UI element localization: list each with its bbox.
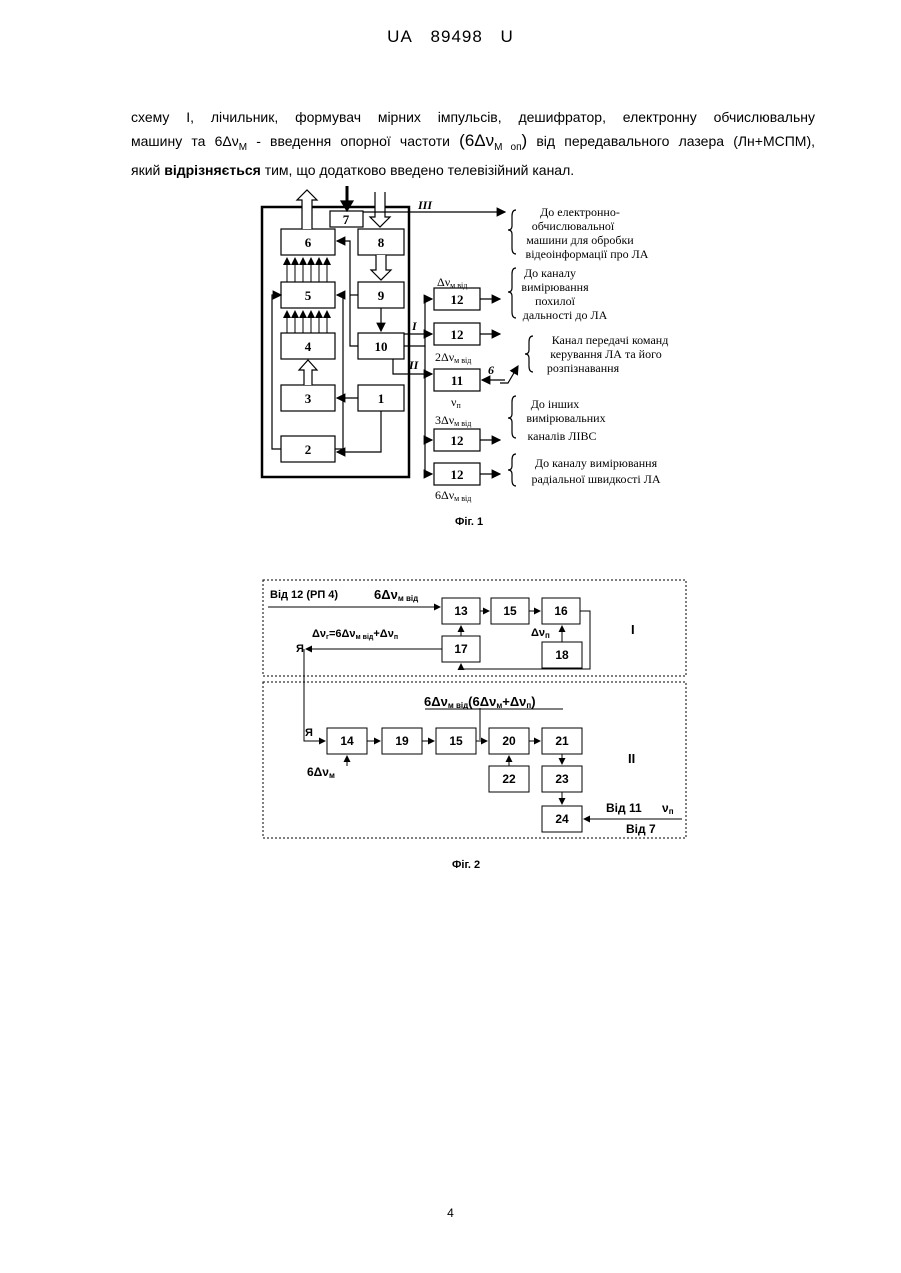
fig1-roman-3: III — [417, 198, 433, 212]
fig2-formula: Δνг=6Δνм від+Δνп — [312, 628, 398, 641]
fig2-label-20: 20 — [502, 734, 516, 748]
fig1-note-top-1: До електронно- — [540, 205, 620, 219]
fig2-roman-2: II — [628, 751, 635, 766]
fig1-note-range-1: До каналу — [524, 266, 576, 280]
fig2-from-11: Від 11 — [606, 801, 642, 815]
figure-1-diagram: 6 5 4 3 2 7 8 9 10 1 12 12 11 12 12 III … — [255, 182, 705, 512]
fig2-ya-1: Я — [296, 643, 304, 655]
fig1-output-arrow — [297, 190, 317, 229]
fig1-note-cmd-1: Канал передачі команд — [552, 333, 669, 347]
text-fragment: тим, що додатково введено телевізійний к… — [261, 162, 574, 178]
fig1-label-7: 7 — [343, 212, 350, 227]
fig1-label-b: 6 — [488, 363, 494, 377]
fig1-label-11: 11 — [451, 373, 463, 388]
figure-2-caption: Фіг. 2 — [452, 859, 480, 871]
header-number: 89498 — [431, 27, 483, 46]
patent-header: UA 89498 U — [0, 27, 901, 47]
fig1-label-4: 4 — [305, 339, 312, 354]
fig1-label-8: 8 — [378, 235, 385, 250]
text-fragment: машину та 6Δν — [131, 133, 239, 149]
fig2-label-14: 14 — [340, 734, 354, 748]
fig1-input-arrow — [370, 192, 390, 227]
fig1-label-2: 2 — [305, 442, 312, 457]
formula-fragment: (6Δν — [459, 131, 494, 150]
figure-2-diagram: 13 15 16 17 18 14 19 15 20 21 22 23 24 В… — [258, 576, 690, 846]
fig1-note-range-4: дальності до ЛА — [523, 308, 608, 322]
fig2-top-freq: 6Δνм від — [374, 587, 418, 603]
text-fragment: від передавального лазера (Лн+МСПМ), — [527, 133, 815, 149]
fig1-label-3: 3 — [305, 391, 312, 406]
fig2-mid-formula: 6Δνм від(6Δνм+Δνп) — [424, 694, 536, 710]
fig1-brace-radial — [508, 454, 516, 486]
fig1-note-other-1: До інших — [531, 397, 580, 411]
fig2-label-13: 13 — [454, 604, 468, 618]
header-country: UA — [387, 27, 413, 46]
subscript: М — [239, 142, 247, 153]
fig1-freq-6: 6Δνм від — [435, 488, 471, 503]
fig1-note-top-3: машини для обробки — [526, 233, 634, 247]
fig2-dn-n: Δνп — [531, 627, 550, 640]
bold-keyword: відрізняється — [164, 162, 261, 178]
claim-paragraph: схему I, лічильник, формувач мірних імпу… — [131, 106, 815, 182]
fig1-note-cmd-3: розпізнавання — [547, 361, 620, 375]
fig1-brace-other — [508, 396, 516, 438]
paragraph-line-1: схему I, лічильник, формувач мірних імпу… — [131, 106, 815, 129]
fig1-note-radial-1: До каналу вимірювання — [535, 456, 658, 470]
fig1-note-other-3: каналів ЛІВС — [528, 429, 597, 443]
fig2-label-22: 22 — [502, 772, 516, 786]
fig1-roman-1: I — [411, 319, 418, 333]
fig2-label-18: 18 — [555, 648, 569, 662]
fig1-label-12c: 12 — [451, 433, 464, 448]
fig1-brace-cmd — [525, 336, 533, 372]
fig2-label-15b: 15 — [449, 734, 463, 748]
text-fragment: - введення опорної частоти — [247, 133, 459, 149]
fig1-label-5: 5 — [305, 288, 312, 303]
fig1-freq-2: 2Δνм від — [435, 350, 471, 365]
fig1-label-9: 9 — [378, 288, 385, 303]
fig1-freq-3: 3Δνм від — [435, 413, 471, 428]
fig1-note-cmd-2: керування ЛА та його — [550, 347, 661, 361]
fig1-brace-range — [508, 268, 516, 318]
fig1-label-6: 6 — [305, 235, 312, 250]
paragraph-line-3: який відрізняється тим, що додатково вве… — [131, 159, 815, 182]
paragraph-line-2: машину та 6ΔνМ - введення опорної частот… — [131, 129, 815, 159]
fig1-note-top-4: відеоінформації про ЛА — [526, 247, 649, 261]
fig1-note-range-3: похилої — [535, 294, 576, 308]
fig1-freq-n: νп — [451, 395, 461, 410]
fig1-note-range-2: вимірювання — [521, 280, 589, 294]
fig2-label-21: 21 — [555, 734, 569, 748]
fig2-from-11-v: νп — [662, 801, 674, 816]
fig2-from-12: Від 12 (РП 4) — [270, 589, 338, 601]
fig2-ya-2: Я — [305, 727, 313, 739]
fig2-roman-1: I — [631, 622, 635, 637]
fig1-note-radial-2: радіальної швидкості ЛА — [531, 472, 660, 486]
fig2-label-24: 24 — [555, 812, 569, 826]
text-fragment: який — [131, 162, 164, 178]
fig1-label-12b: 12 — [451, 327, 464, 342]
fig1-label-12a: 12 — [451, 292, 464, 307]
fig2-label-23: 23 — [555, 772, 569, 786]
subscript: М оп — [494, 142, 521, 153]
page-number: 4 — [0, 1206, 901, 1220]
fig1-label-1: 1 — [378, 391, 385, 406]
fig2-from-7: Від 7 — [626, 822, 656, 836]
fig1-note-other-2: вимірювальних — [526, 411, 605, 425]
fig2-label-19: 19 — [395, 734, 409, 748]
fig1-freq-1: Δνм від — [437, 275, 467, 290]
figure-1-caption: Фіг. 1 — [455, 516, 483, 528]
fig1-label-12d: 12 — [451, 467, 464, 482]
header-kind: U — [501, 27, 514, 46]
fig2-label-16: 16 — [554, 604, 568, 618]
fig2-left-freq: 6Δνм — [307, 765, 335, 780]
fig1-roman-2: II — [408, 358, 420, 372]
fig1-brace-top — [508, 210, 516, 254]
fig1-note-top-2: обчислювальної — [532, 219, 615, 233]
fig1-label-10: 10 — [375, 339, 388, 354]
fig2-label-17: 17 — [454, 642, 468, 656]
fig2-label-15a: 15 — [503, 604, 517, 618]
